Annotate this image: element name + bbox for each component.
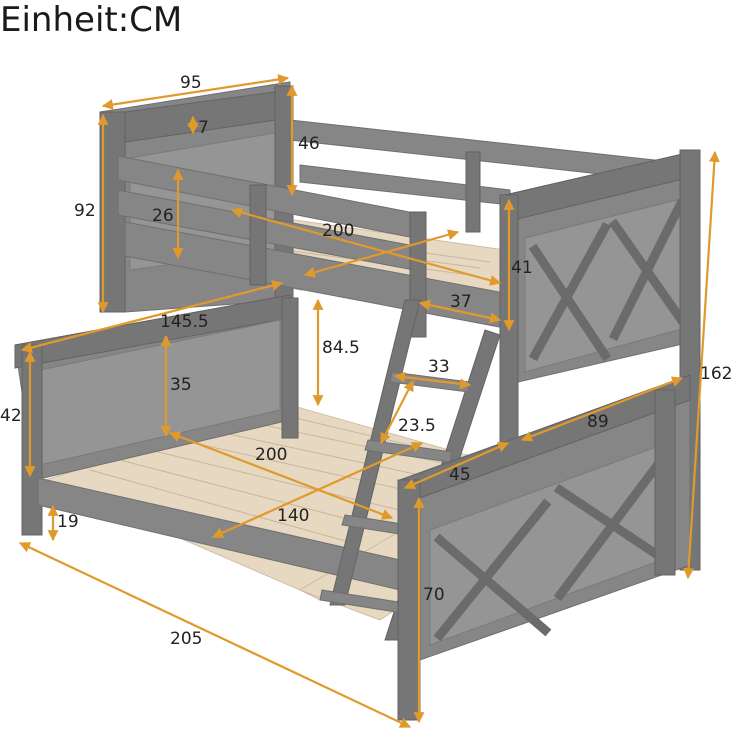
label-leg-clearance: 19 <box>57 512 79 532</box>
arrow-top-width <box>101 74 290 110</box>
label-total-height: 162 <box>700 364 732 384</box>
label-clearance: 84.5 <box>322 338 360 358</box>
label-bottom-length: 200 <box>255 445 287 465</box>
label-bottom-footboard-width: 89 <box>587 412 609 432</box>
label-bottom-inner-width: 140 <box>277 506 309 526</box>
label-bottom-headboard-height: 42 <box>0 406 22 426</box>
label-bottom-width: 145.5 <box>160 312 209 332</box>
label-top-inner-rail: 26 <box>152 206 174 226</box>
label-top-guard-height: 46 <box>298 134 320 154</box>
arrow-top-ladder-opening <box>418 299 502 324</box>
dimension-arrows <box>19 74 720 728</box>
label-top-headboard-height: 92 <box>74 201 96 221</box>
arrow-total-length <box>19 542 411 728</box>
label-total-length: 205 <box>170 629 202 649</box>
label-top-ladder-opening: 37 <box>450 292 472 312</box>
label-ladder-width: 33 <box>428 357 450 377</box>
arrow-total-height <box>683 150 720 580</box>
arrow-bottom-inner-width <box>211 441 424 539</box>
bottom-footboard <box>397 374 691 721</box>
label-bottom-footboard-rail: 45 <box>449 465 471 485</box>
label-top-end-rail: 41 <box>511 258 533 278</box>
dimension-labels: 95 7 46 92 26 200 41 37 145.5 84.5 33 35… <box>0 73 732 649</box>
unit-label: Einheit:CM <box>0 0 183 40</box>
top-footboard <box>499 149 701 571</box>
label-bottom-headboard-rail: 35 <box>170 375 192 395</box>
arrow-bottom-width <box>20 280 284 353</box>
arrow-ladder-width <box>393 371 472 390</box>
label-ladder-step-gap: 23.5 <box>398 416 436 436</box>
arrow-top-inner-width <box>303 229 460 278</box>
arrow-bottom-footboard-width <box>520 376 684 442</box>
label-top-rail-gap: 7 <box>198 118 209 138</box>
label-top-length: 200 <box>322 221 354 241</box>
label-top-width: 95 <box>180 73 202 93</box>
label-footboard-height: 70 <box>423 585 445 605</box>
